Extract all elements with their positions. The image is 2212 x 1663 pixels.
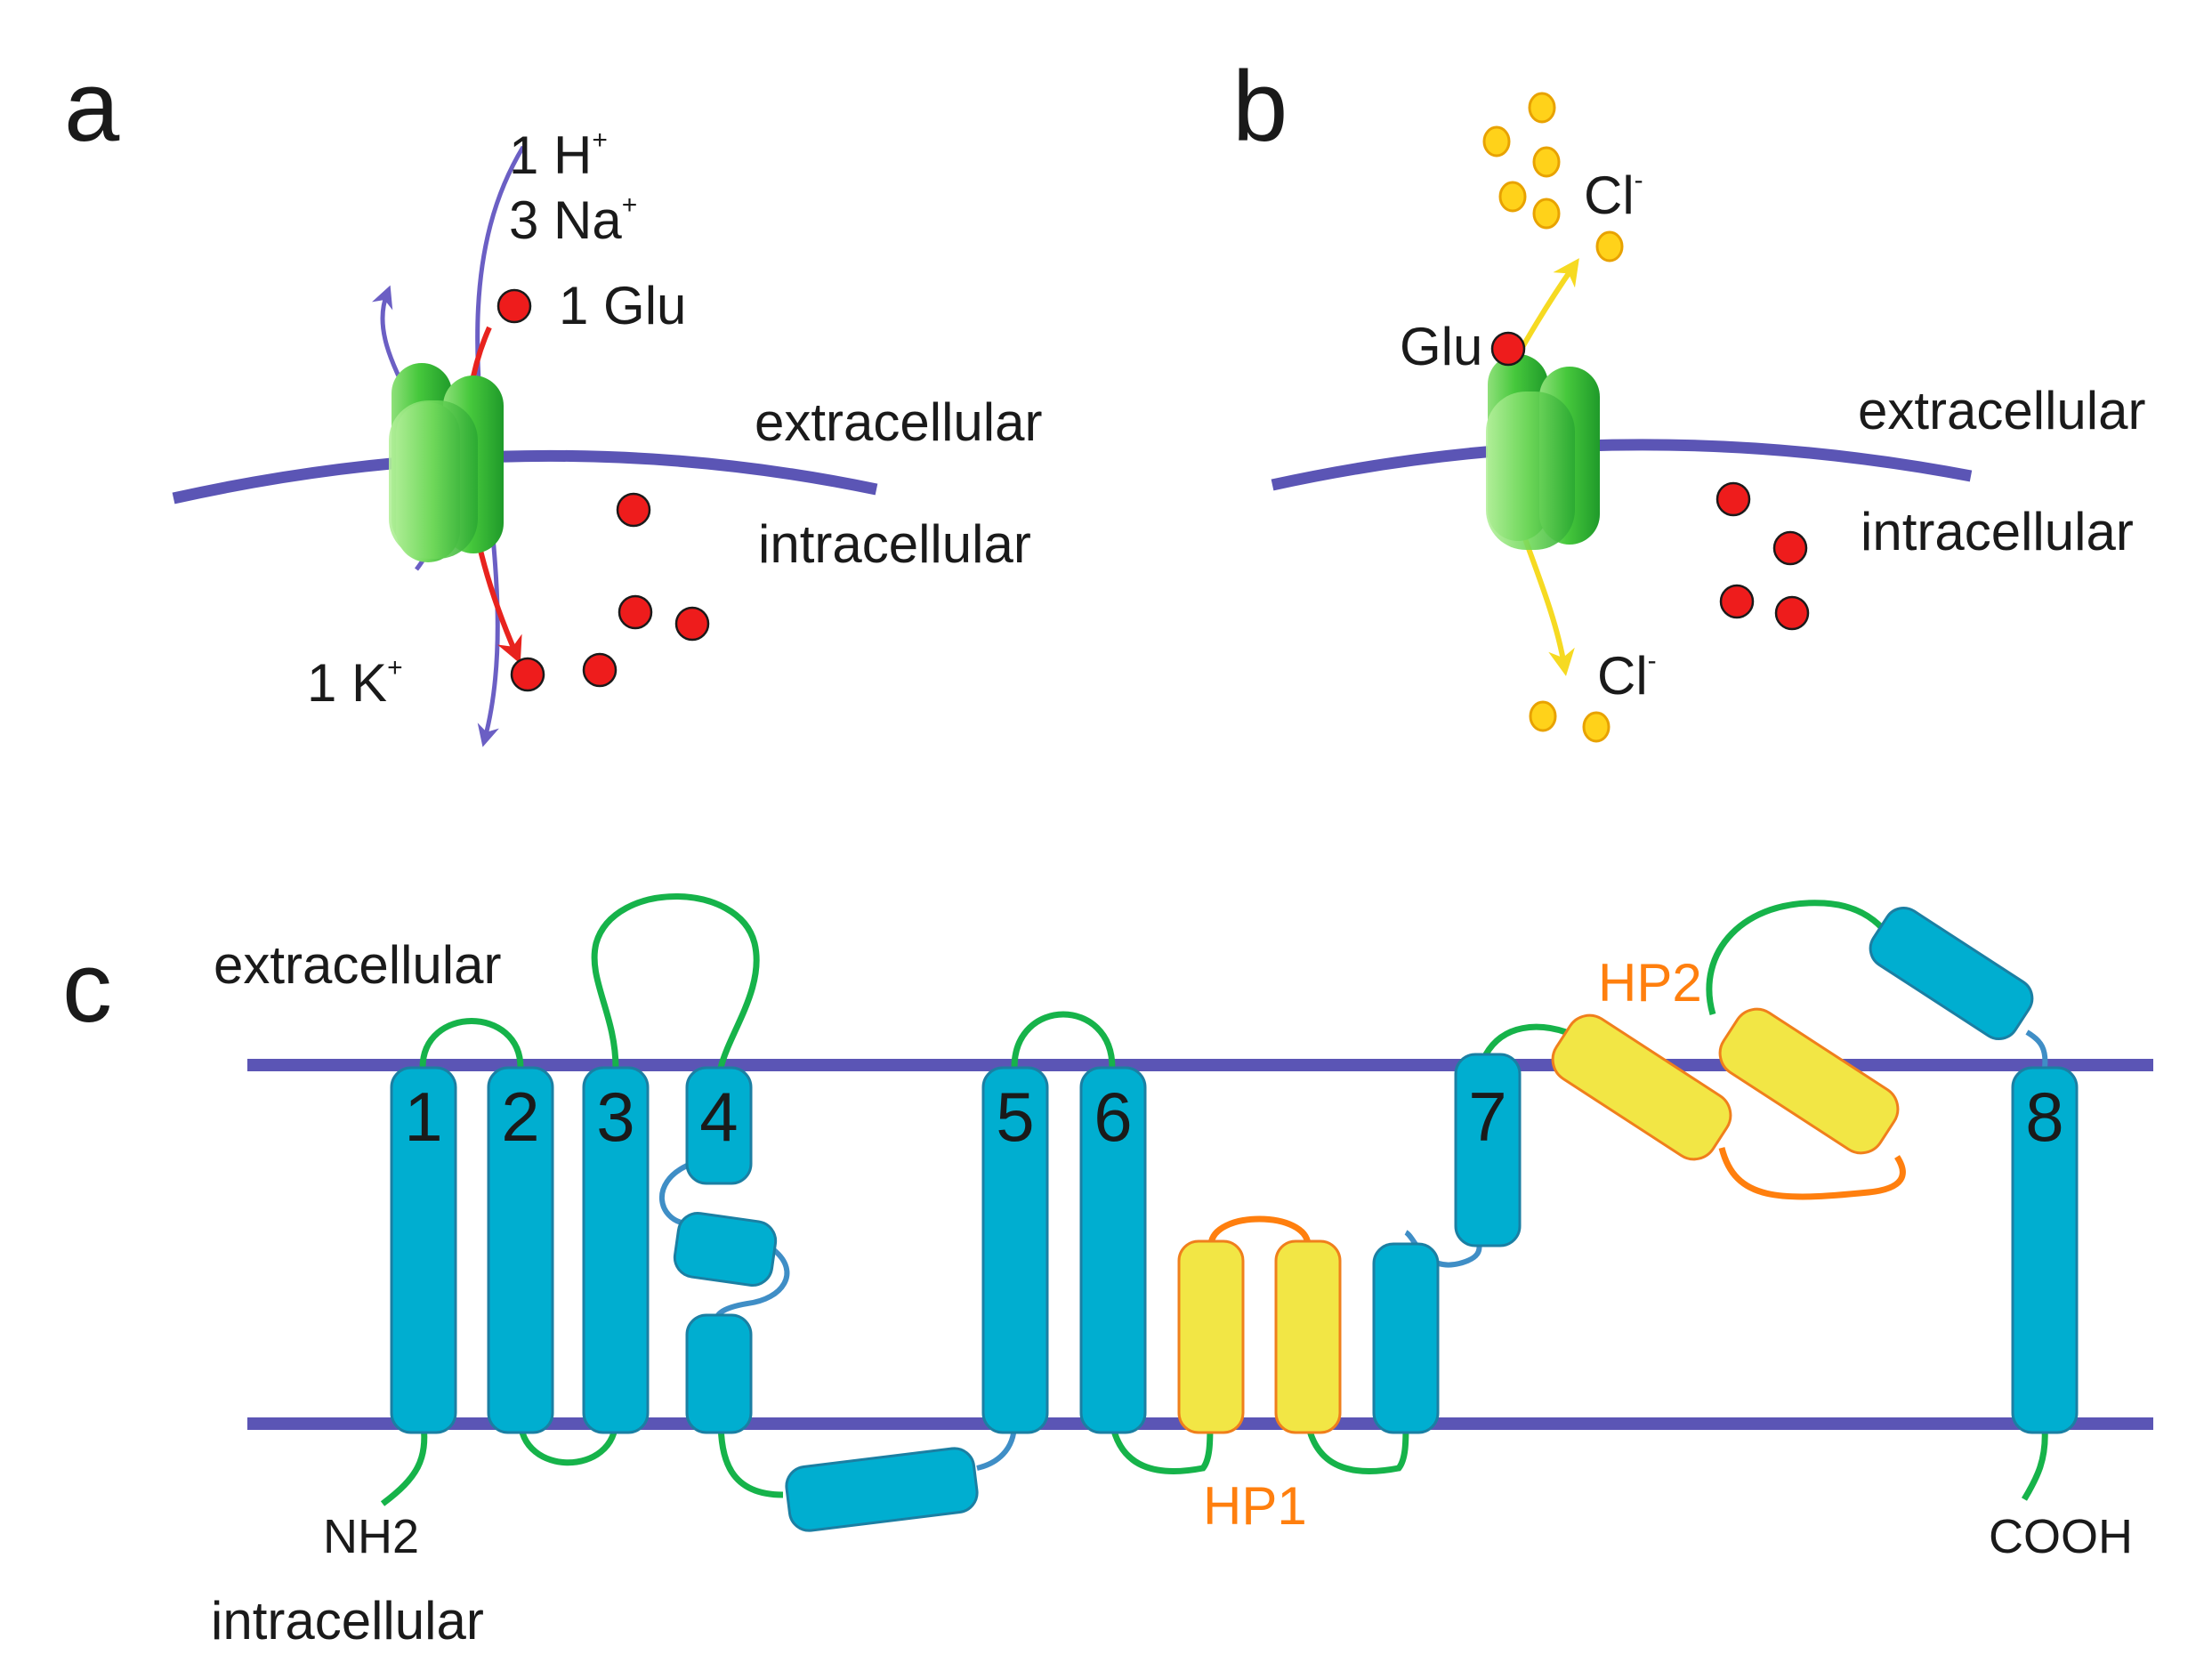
loop-hp1-helix (1304, 1423, 1409, 1474)
panel-b-glu-label: Glu (1400, 317, 1482, 376)
hp1-helix-b (1274, 1239, 1342, 1434)
helix-8 (2011, 1066, 2079, 1434)
chloride-dot (1482, 125, 1511, 157)
helix-6 (1079, 1066, 1147, 1434)
loop-4a-4b (658, 1163, 689, 1226)
loop-hp2-top (1706, 900, 1903, 1015)
helix-number: 4 (699, 1078, 738, 1156)
glutamate-dot (674, 606, 710, 642)
panel-b-cl-in-arrow (1521, 532, 1575, 676)
helix-7 (1454, 1053, 1522, 1247)
c-terminus-label: COOH (1989, 1510, 2133, 1563)
helix-number: 3 (596, 1078, 634, 1156)
panel-c-letter: c (62, 932, 112, 1043)
c-terminus-loop (2021, 1427, 2048, 1501)
helix-5 (981, 1066, 1049, 1434)
helix-amphipathic (785, 1447, 979, 1532)
panel-a-glutamate-dots (496, 288, 710, 692)
glutamate-dot (1772, 530, 1808, 566)
glutamate-dot (1719, 584, 1755, 619)
chloride-dot (1532, 146, 1561, 178)
loop-7-hp2 (1482, 1023, 1568, 1056)
panel-a-membrane (172, 449, 878, 505)
hp2-label: HP2 (1598, 953, 1702, 1013)
helix-number: 5 (996, 1078, 1034, 1156)
glutamate-dot (510, 657, 545, 692)
panel-a-ion-k: 1 K+ (307, 653, 403, 713)
helix-number: 1 (404, 1078, 442, 1156)
panel-a-ion-h: 1 H+ (509, 125, 608, 185)
loop-hp1-top (1207, 1215, 1312, 1247)
panel-a-intracellular: intracellular (758, 514, 1031, 574)
panel-a-letter: a (64, 51, 120, 162)
loop-2-3 (517, 1418, 619, 1466)
panel-c-helices (390, 906, 2079, 1532)
glutamate-dot (618, 594, 653, 630)
chloride-dot (1528, 92, 1556, 124)
panel-b-glutamate-dots (1490, 331, 1810, 631)
panel-b-transporter (1486, 354, 1600, 550)
helix-number: 8 (2025, 1078, 2063, 1156)
panel-b-letter: b (1232, 51, 1288, 162)
chloride-dot (1498, 181, 1527, 213)
chloride-dot (1532, 198, 1561, 230)
glutamate-dot (1490, 331, 1526, 367)
panel-c: c extracellular intracellular (62, 893, 2153, 1651)
helix-4b (673, 1212, 778, 1287)
n-terminus-label: NH2 (323, 1510, 419, 1563)
panel-c-intracellular: intracellular (211, 1591, 484, 1651)
helix-hp2-adjacent (1869, 906, 2034, 1041)
loop-5-6 (1011, 1011, 1116, 1069)
panel-a: a 1 H+ 3 Na+ 1 Glu 1 K+ extracellul (64, 51, 1042, 747)
panel-a-extracellular: extracellular (755, 392, 1042, 452)
panel-b-chloride-dots (1482, 92, 1624, 743)
panel-b-membrane (1271, 439, 1973, 491)
chloride-dot (1529, 700, 1557, 732)
helix-number: 7 (1468, 1078, 1506, 1156)
panel-c-orange-loops (1207, 1147, 1906, 1247)
hp1-helix-a (1177, 1239, 1245, 1434)
panel-b-cl-top: Cl- (1584, 165, 1643, 225)
panel-c-extracellular: extracellular (214, 935, 501, 995)
helix-4c (685, 1313, 753, 1434)
loop-1-2 (419, 1018, 524, 1069)
glutamate-dot (1774, 595, 1810, 631)
glutamate-dot (582, 652, 618, 688)
hp2-helix-a (1551, 1013, 1732, 1161)
glutamate-dot (616, 492, 651, 528)
helix-4a (685, 1066, 753, 1185)
helix-hp1-adjacent (1372, 1242, 1440, 1434)
loop-8-top (2025, 1029, 2048, 1069)
loop-6-hp1 (1109, 1423, 1214, 1474)
glutamate-dot (1716, 481, 1751, 517)
panel-c-helix-numbers: 1 2 3 4 5 6 7 8 (404, 1078, 2063, 1156)
chloride-dot (1595, 230, 1624, 262)
helix-2 (487, 1066, 554, 1434)
panel-a-glu-label: 1 Glu (559, 276, 686, 335)
panel-b-intracellular: intracellular (1861, 502, 2134, 561)
panel-b-extracellular: extracellular (1858, 381, 2145, 440)
hp1-label: HP1 (1203, 1476, 1307, 1536)
panel-a-transporter (389, 363, 504, 562)
loop-hp2-bottom (1718, 1147, 1906, 1200)
loop-3-4 (591, 893, 760, 1069)
helix-3 (582, 1066, 650, 1434)
chloride-dot (1582, 711, 1611, 743)
panel-b-cl-bottom: Cl- (1597, 646, 1657, 706)
panel-c-hairpins (1177, 1007, 1900, 1434)
panel-a-ion-na: 3 Na+ (509, 190, 637, 250)
helix-1 (390, 1066, 457, 1434)
n-terminus-loop (380, 1423, 428, 1506)
hp2-helix-b (1718, 1007, 1900, 1155)
panel-b: b Cl- Glu (1232, 51, 2145, 743)
helix-number: 6 (1094, 1078, 1132, 1156)
helix-number: 2 (501, 1078, 539, 1156)
glutamate-dot (496, 288, 532, 324)
